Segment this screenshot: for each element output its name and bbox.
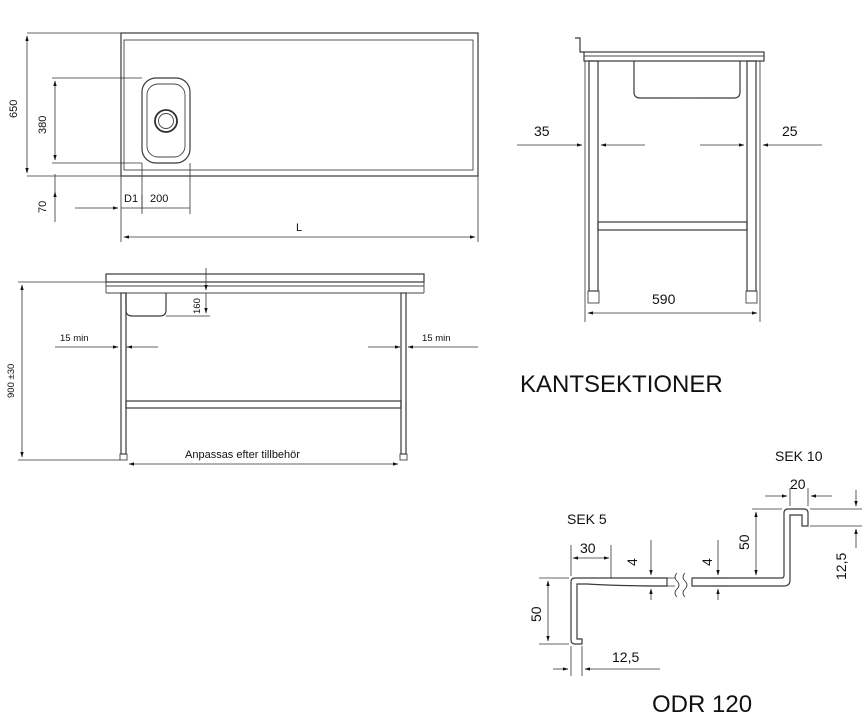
sek5-profile: SEK 5 30 4 50 12,5 bbox=[528, 511, 675, 676]
sek10-width: 20 bbox=[790, 476, 806, 492]
sek10-lip: 12,5 bbox=[833, 553, 849, 580]
sek5-height: 50 bbox=[528, 606, 544, 622]
front-leg-left bbox=[120, 292, 127, 455]
sek5-thickness: 4 bbox=[624, 558, 640, 566]
basin-outline bbox=[141, 77, 191, 164]
dim-650: 650 bbox=[8, 100, 20, 118]
dim-35: 35 bbox=[534, 123, 550, 139]
side-basin bbox=[633, 61, 741, 99]
dim-span-note: Anpassas efter tillbehör bbox=[185, 449, 300, 461]
dim-15min-right: 15 min bbox=[422, 333, 451, 344]
drain-outer bbox=[154, 109, 178, 133]
sek10-edge bbox=[691, 508, 809, 587]
side-leg-left bbox=[588, 60, 599, 292]
front-basin bbox=[125, 293, 167, 317]
sek10-label: SEK 10 bbox=[775, 448, 823, 464]
dim-380: 380 bbox=[37, 116, 49, 134]
model-label: ODR 120 bbox=[652, 691, 752, 718]
top-view: 650 380 70 D1 200 L bbox=[8, 32, 479, 242]
front-worktop bbox=[105, 273, 425, 283]
front-view: 160 15 min 15 min 900 ±30 Anpassas efter… bbox=[6, 268, 478, 466]
dim-900: 900 ±30 bbox=[6, 364, 17, 398]
dim-25: 25 bbox=[782, 123, 798, 139]
drain-inner bbox=[158, 113, 174, 129]
worktop-outline bbox=[120, 32, 479, 177]
sek5-lip: 12,5 bbox=[612, 649, 639, 665]
sek10-thickness: 4 bbox=[699, 558, 715, 566]
break-symbol bbox=[674, 572, 688, 598]
dim-160: 160 bbox=[192, 298, 203, 314]
front-leg-right bbox=[400, 292, 407, 455]
dim-d1: D1 bbox=[124, 193, 138, 205]
sek5-edge bbox=[570, 577, 668, 645]
dim-70: 70 bbox=[37, 201, 49, 213]
sek5-width: 30 bbox=[580, 540, 596, 556]
sek5-label: SEK 5 bbox=[567, 511, 607, 527]
basin-inner bbox=[146, 83, 186, 158]
worktop-inner-edge bbox=[123, 39, 474, 171]
side-leg-right bbox=[746, 60, 757, 292]
dim-l: L bbox=[296, 222, 302, 234]
dim-200: 200 bbox=[150, 193, 168, 205]
side-view: 35 25 590 bbox=[517, 37, 822, 322]
dim-15min-left: 15 min bbox=[60, 333, 89, 344]
sek10-profile: SEK 10 20 4 50 12,5 bbox=[691, 448, 862, 600]
dim-590: 590 bbox=[652, 291, 676, 307]
section-title: KANTSEKTIONER bbox=[520, 371, 723, 398]
side-worktop bbox=[583, 51, 765, 62]
sek10-height: 50 bbox=[736, 534, 752, 550]
front-shelf bbox=[125, 400, 402, 409]
side-shelf bbox=[597, 221, 748, 231]
